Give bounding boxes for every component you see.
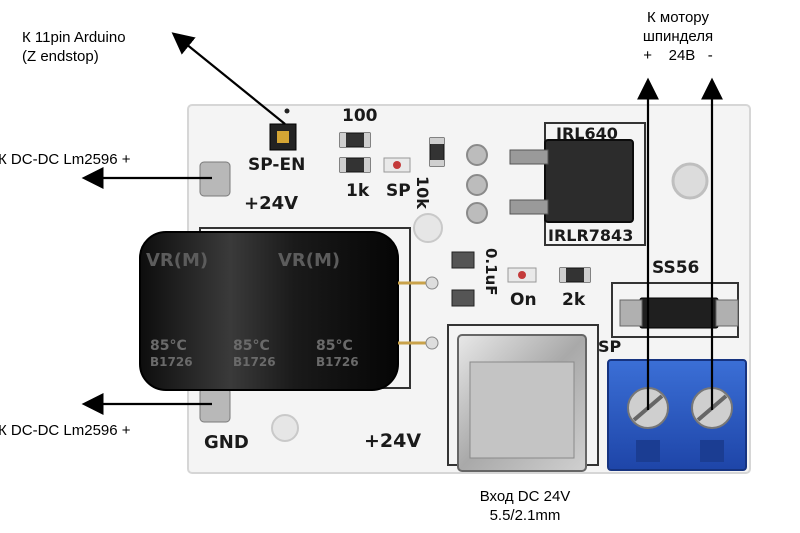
silk-ss56: SS56 xyxy=(652,258,700,278)
annotation-dcdc-top: К DC-DC Lm2596 + xyxy=(0,151,131,168)
silk-irl640: IRL640 xyxy=(556,124,618,143)
cap-brand-right: VR(M) xyxy=(278,250,341,271)
silk-gnd: GND xyxy=(204,432,249,453)
mounting-hole-bottom xyxy=(271,414,299,442)
silk-0.1uf: 0.1uF xyxy=(482,248,500,296)
silk-1k: 1k xyxy=(346,181,370,201)
silk-10k: 10k xyxy=(413,176,432,209)
mounting-hole-right xyxy=(671,162,709,200)
cap-0.1uf-a xyxy=(451,251,475,269)
annotation-motor-line1: К мотору xyxy=(647,9,709,26)
arrow-arduino xyxy=(171,32,286,125)
annotation-input-line2: 5.5/2.1mm xyxy=(489,507,561,524)
silk-24v-top: +24V xyxy=(244,193,299,214)
pad-3 xyxy=(466,202,488,224)
cap-code-2: B1726 xyxy=(233,355,276,369)
annotation-input-line1: Вход DC 24V xyxy=(479,488,571,505)
annotation-motor: К мотору шпинделя + 24В - xyxy=(626,8,730,65)
cap-temp-2: 85°C xyxy=(233,338,270,354)
silk-24v-bottom: +24V xyxy=(364,430,422,452)
pad-2 xyxy=(466,174,488,196)
silk-irlr7843: IRLR7843 xyxy=(548,226,634,245)
annotation-arduino-line2: (Z endstop) xyxy=(22,48,99,65)
annotation-arduino: К 11pin Arduino (Z endstop) xyxy=(22,28,126,66)
silk-sp-2: SP xyxy=(598,337,622,356)
annotation-motor-line2: шпинделя xyxy=(642,28,714,45)
cap-temp-1: 85°C xyxy=(150,338,187,354)
silk-on: On xyxy=(510,290,537,310)
annotation-input: Вход DC 24V 5.5/2.1mm xyxy=(455,487,595,525)
annotation-arduino-line1: К 11pin Arduino xyxy=(22,29,126,46)
mosfet-body xyxy=(544,139,634,223)
cap-code-3: B1726 xyxy=(316,355,359,369)
silk-sp-en: SP-EN xyxy=(248,155,306,175)
cap-temp-3: 85°C xyxy=(316,338,353,354)
pad-1 xyxy=(466,144,488,166)
silk-sp: SP xyxy=(386,181,411,201)
diode-ss56 xyxy=(639,297,719,329)
electrolytic-capacitor xyxy=(139,231,399,391)
silk-100: 100 xyxy=(342,106,378,126)
mounting-hole-top xyxy=(413,213,443,243)
silk-2k: 2k xyxy=(562,290,586,310)
annotation-dcdc-bottom: К DC-DC Lm2596 + xyxy=(0,422,131,439)
cap-code-1: B1726 xyxy=(150,355,193,369)
annotation-motor-line3: + 24В - xyxy=(643,47,713,64)
cap-brand-left: VR(M) xyxy=(146,250,209,271)
cap-0.1uf-b xyxy=(451,289,475,307)
